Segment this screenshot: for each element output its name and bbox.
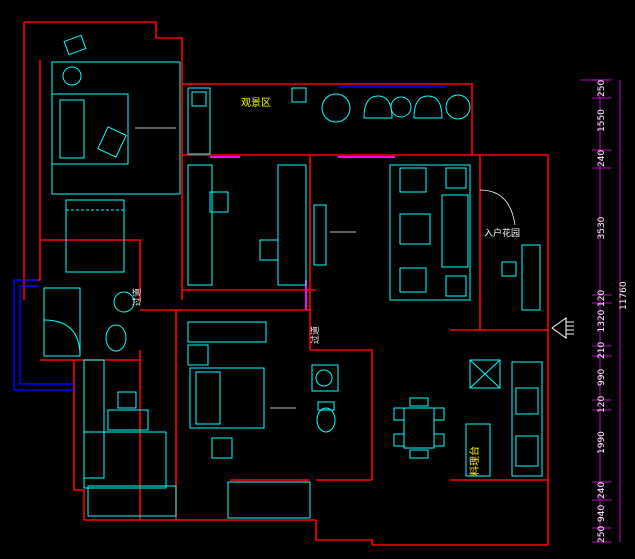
dimension-label: 3530	[597, 216, 607, 239]
dimension-label: 240	[597, 150, 607, 167]
dimension-label: 940	[597, 505, 607, 522]
dimension-label: 210	[597, 342, 607, 359]
label-aisle-b: 过道	[309, 326, 321, 344]
dimension-label: 240	[597, 482, 607, 499]
walls	[23, 21, 549, 546]
room-labels: 观景区 入户花园 过道 过道 料理台	[131, 97, 520, 476]
dimension-label: 250	[597, 80, 607, 97]
furniture	[43, 34, 543, 519]
dimension-texts: 250 1550 240 3530 120 1320 210 990 120 1990 240 940…	[597, 80, 607, 543]
dimension-label: 250	[597, 526, 607, 543]
windows	[210, 156, 395, 310]
dimension-label: 120	[597, 290, 607, 307]
bay-window	[13, 86, 446, 391]
dimension-label: 990	[597, 369, 607, 386]
dimension-total: 11760	[619, 281, 629, 310]
dimension-label: 1990	[597, 431, 607, 454]
dimension-ticks	[592, 79, 612, 543]
label-kitchen-counter: 料理台	[468, 446, 481, 476]
label-entry-garden: 入户花园	[484, 227, 520, 239]
label-aisle-a: 过道	[131, 288, 143, 306]
entry-arrow-icon	[551, 317, 574, 339]
dimension-label: 1550	[597, 109, 607, 132]
door-swings	[135, 127, 516, 409]
label-balcony: 观景区	[241, 97, 271, 109]
dimension-label: 1320	[597, 309, 607, 332]
dimension-label: 120	[597, 396, 607, 413]
